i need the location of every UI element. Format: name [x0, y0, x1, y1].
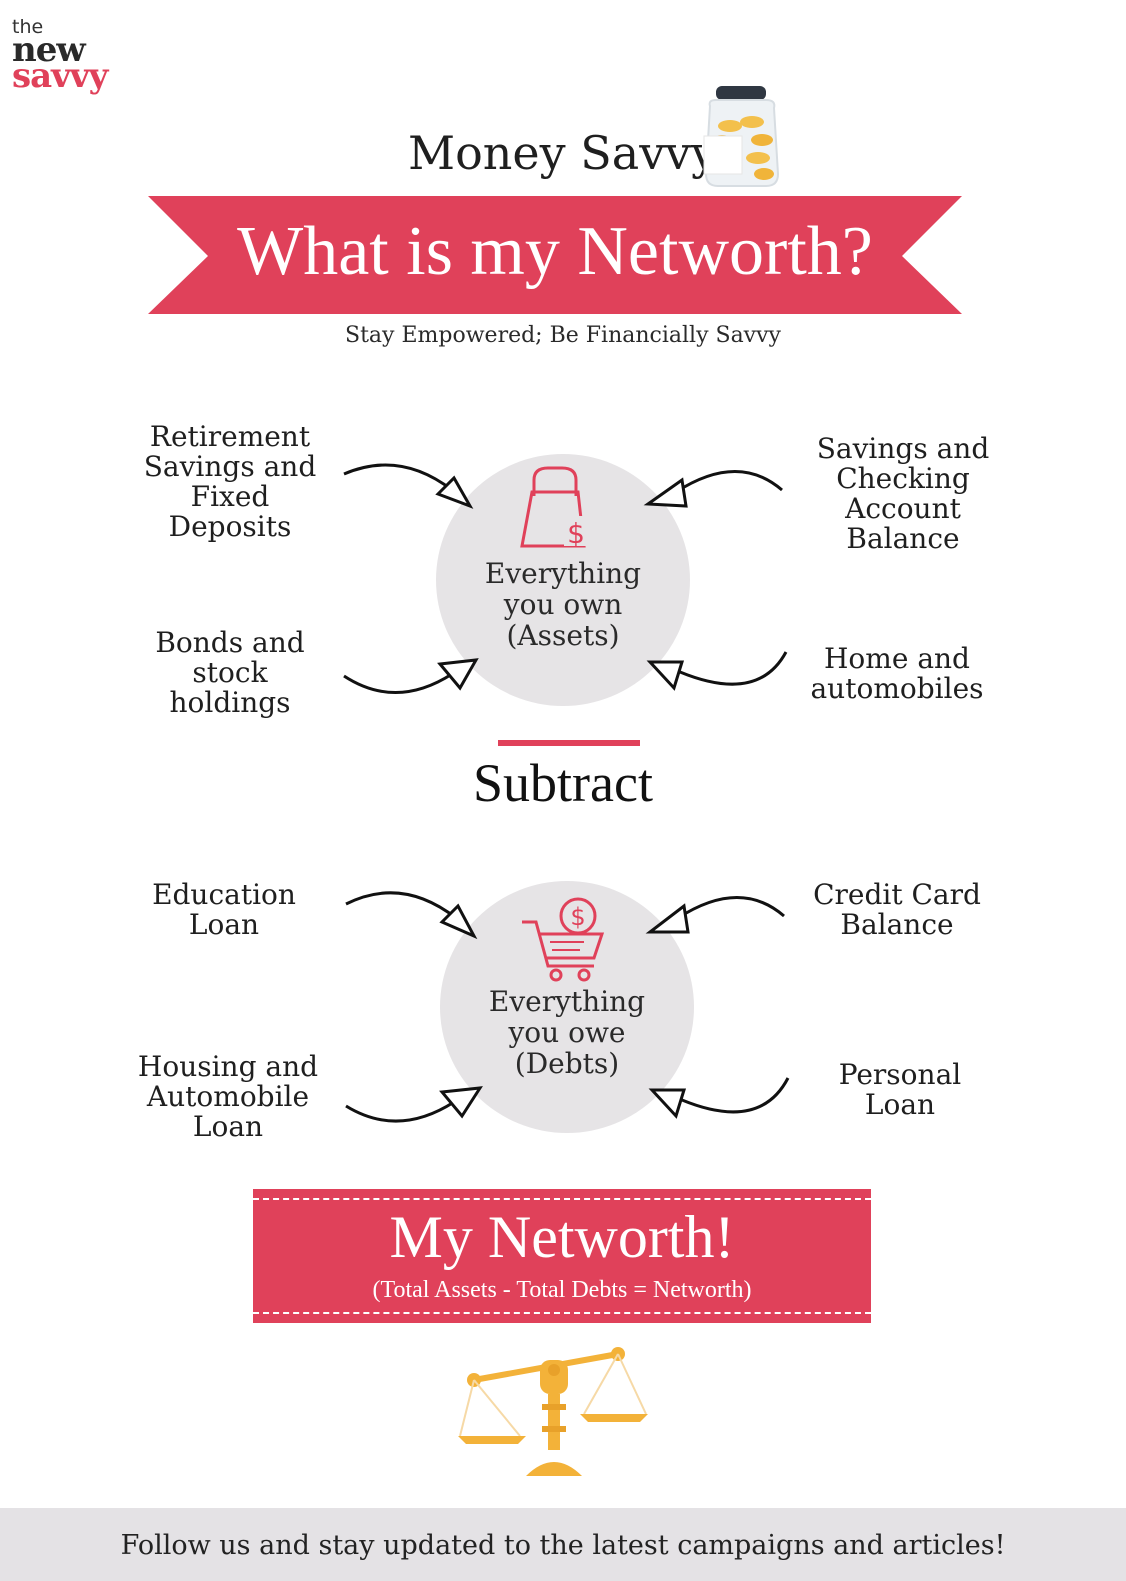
- debt-item-housing: Housing and Automobile Loan: [120, 1052, 336, 1142]
- item-line: Checking: [836, 462, 970, 495]
- logo-new: new: [12, 30, 86, 70]
- networth-title: My Networth!: [389, 1204, 735, 1270]
- arrow-icon: [648, 1077, 790, 1119]
- assets-label-line: (Assets): [506, 619, 620, 652]
- assets-label-line: Everything: [484, 557, 642, 590]
- kicker-title: Money Savvy: [408, 126, 718, 180]
- balance-scale-icon: [458, 1347, 648, 1476]
- operation-label: Subtract: [473, 753, 653, 813]
- item-line: stock: [192, 656, 268, 689]
- arrow-icon: [345, 1086, 483, 1123]
- arrow-icon: [343, 658, 479, 694]
- networth-formula: (Total Assets - Total Debts = Networth): [372, 1277, 752, 1303]
- asset-item-home: Home and automobiles: [790, 644, 1004, 704]
- shopping-bag-dollar-icon: $: [520, 466, 588, 550]
- debts-label-line: (Debts): [514, 1047, 620, 1080]
- footer-text: Follow us and stay updated to the latest…: [120, 1530, 1006, 1561]
- debts-label-line: you owe: [508, 1016, 626, 1049]
- arrow-icon: [343, 463, 474, 509]
- dashed-border: [253, 1198, 871, 1200]
- item-line: Account: [845, 492, 961, 525]
- item-line: Loan: [864, 1088, 936, 1121]
- item-line: Deposits: [168, 510, 292, 543]
- debt-item-education: Education Loan: [124, 880, 324, 940]
- item-line: Balance: [846, 522, 960, 555]
- coin-jar-icon: [703, 86, 780, 187]
- shopping-cart-dollar-icon: $: [522, 897, 605, 982]
- tagline: Stay Empowered; Be Financially Savvy: [345, 323, 781, 348]
- brand-logo: the new savvy: [12, 16, 132, 96]
- item-line: automobiles: [810, 672, 984, 705]
- debts-label: Everything you owe (Debts): [440, 986, 694, 1079]
- item-line: Loan: [188, 908, 260, 941]
- assets-label: Everything you own (Assets): [436, 558, 690, 651]
- item-line: Credit Card: [813, 878, 981, 911]
- divider: [498, 740, 640, 746]
- assets-label-line: you own: [503, 588, 623, 621]
- assets-circle: [436, 454, 690, 706]
- item-line: Bonds and: [155, 626, 305, 659]
- arrow-icon: [345, 891, 478, 940]
- item-line: Retirement: [149, 420, 311, 453]
- item-line: Education: [152, 878, 296, 911]
- logo-savvy: savvy: [12, 56, 108, 96]
- asset-item-bonds: Bonds and stock holdings: [130, 628, 330, 718]
- footer: Follow us and stay updated to the latest…: [0, 1508, 1126, 1581]
- item-line: Fixed: [190, 480, 270, 513]
- arrow-icon: [645, 896, 785, 934]
- dashed-border: [253, 1312, 871, 1314]
- svg-text:$: $: [567, 517, 585, 550]
- svg-text:$: $: [570, 903, 585, 931]
- item-line: Housing and: [137, 1050, 319, 1083]
- arrow-icon: [643, 470, 783, 508]
- page-title: What is my Networth?: [237, 213, 873, 290]
- debts-label-line: Everything: [488, 985, 646, 1018]
- title-banner: What is my Networth?: [148, 196, 962, 316]
- networth-box: My Networth! (Total Assets - Total Debts…: [253, 1189, 871, 1323]
- item-line: Automobile: [146, 1080, 310, 1113]
- asset-item-savings: Savings and Checking Account Balance: [796, 434, 1010, 554]
- item-line: holdings: [169, 686, 291, 719]
- item-line: Home and: [824, 642, 970, 675]
- debt-item-credit-card: Credit Card Balance: [792, 880, 1002, 940]
- arrow-icon: [646, 651, 788, 691]
- debt-item-personal-loan: Personal Loan: [800, 1060, 1000, 1120]
- item-line: Balance: [840, 908, 954, 941]
- item-line: Loan: [192, 1110, 264, 1143]
- item-line: Personal: [838, 1058, 962, 1091]
- asset-item-retirement: Retirement Savings and Fixed Deposits: [130, 422, 330, 542]
- logo-the: the: [12, 16, 44, 38]
- item-line: Savings and: [143, 450, 317, 483]
- item-line: Savings and: [816, 432, 990, 465]
